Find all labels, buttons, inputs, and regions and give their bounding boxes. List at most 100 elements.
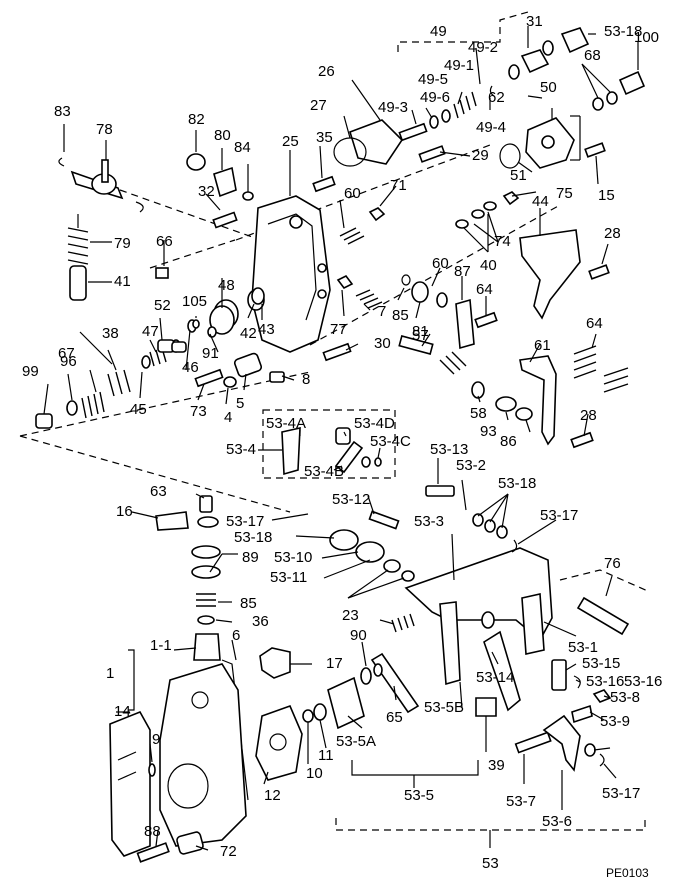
diagram-code: PE0103: [606, 866, 649, 880]
part-label-53-13: 53-13: [430, 441, 468, 458]
part-label-6: 6: [232, 627, 240, 644]
part-label-42: 42: [240, 325, 257, 342]
part-label-53-4a: 53-4A: [266, 415, 306, 432]
part-label-48: 48: [218, 277, 235, 294]
part-label-53-1: 53-1: [568, 639, 598, 656]
part-label-45: 45: [130, 401, 147, 418]
part-label-25: 25: [282, 133, 299, 150]
part-label-64: 64: [476, 281, 493, 298]
part-label-16: 16: [116, 503, 133, 520]
part-label-74: 74: [494, 233, 511, 250]
part-label-88: 88: [144, 823, 161, 840]
part-label-53-17: 53-17: [602, 785, 640, 802]
part-label-66: 66: [156, 233, 173, 250]
group-brackets: [19, 11, 651, 848]
part-label-49-3: 49-3: [378, 99, 408, 116]
part-label-77: 77: [330, 321, 347, 338]
part-label-60: 60: [344, 185, 361, 202]
part-label-53-4c: 53-4C: [370, 433, 411, 450]
part-label-49-5: 49-5: [418, 71, 448, 88]
part-label-53-4b: 53-4B: [304, 463, 344, 480]
part-label-36: 36: [252, 613, 269, 630]
part-label-53-16: 53-16: [586, 673, 624, 690]
part-label-27: 27: [310, 97, 327, 114]
part-label-53-4: 53-4: [226, 441, 256, 458]
part-label-30: 30: [374, 335, 391, 352]
part-label-53-18: 53-18: [604, 23, 642, 40]
part-label-105: 105: [182, 293, 207, 310]
part-label-4: 4: [224, 409, 232, 426]
part-label-81: 81: [412, 323, 429, 340]
part-label-52: 52: [154, 297, 171, 314]
part-label-72: 72: [220, 843, 237, 860]
part-label-31: 31: [526, 13, 543, 30]
part-label-46: 46: [182, 359, 199, 376]
part-label-51: 51: [510, 167, 527, 184]
part-label-49-6: 49-6: [420, 89, 450, 106]
part-label-50: 50: [540, 79, 557, 96]
part-label-53: 53: [482, 855, 499, 872]
part-label-53-5a: 53-5A: [336, 733, 376, 750]
part-label-63: 63: [150, 483, 167, 500]
part-label-7: 7: [378, 303, 386, 320]
part-label-32: 32: [198, 183, 215, 200]
part-label-84: 84: [234, 139, 251, 156]
part-label-9: 9: [152, 731, 160, 748]
part-label-78: 78: [96, 121, 113, 138]
part-label-89: 89: [242, 549, 259, 566]
part-label-93: 93: [480, 423, 497, 440]
part-label-53-16: 53-16: [624, 673, 662, 690]
part-label-75: 75: [556, 185, 573, 202]
part-label-38: 38: [102, 325, 119, 342]
part-label-53-5: 53-5: [404, 787, 434, 804]
part-label-28: 28: [604, 225, 621, 242]
part-label-49-2: 49-2: [468, 39, 498, 56]
part-label-65: 65: [386, 709, 403, 726]
part-label-60: 60: [432, 255, 449, 272]
part-label-44: 44: [532, 193, 549, 210]
part-label-53-5b: 53-5B: [424, 699, 464, 716]
part-label-80: 80: [214, 127, 231, 144]
leader-lines: [43, 26, 639, 851]
part-label-67: 67: [58, 345, 75, 362]
part-label-40: 40: [480, 257, 497, 274]
part-label-79: 79: [114, 235, 131, 252]
part-label-28: 28: [580, 407, 597, 424]
part-label-61: 61: [534, 337, 551, 354]
part-label-53-3: 53-3: [414, 513, 444, 530]
part-label-29: 29: [472, 147, 489, 164]
part-shapes: [35, 27, 646, 863]
part-label-53-15: 53-15: [582, 655, 620, 672]
part-label-53-14: 53-14: [476, 669, 514, 686]
part-label-99: 99: [22, 363, 39, 380]
part-label-41: 41: [114, 273, 131, 290]
part-label-53-6: 53-6: [542, 813, 572, 830]
part-label-53-11: 53-11: [270, 569, 307, 586]
part-label-91: 91: [202, 345, 219, 362]
part-label-83: 83: [54, 103, 71, 120]
part-label-64: 64: [586, 315, 603, 332]
part-label-53-12: 53-12: [332, 491, 370, 508]
part-label-53-10: 53-10: [274, 549, 312, 566]
part-label-39: 39: [488, 757, 505, 774]
part-label-53-2: 53-2: [456, 457, 486, 474]
part-label-53-17: 53-17: [226, 513, 264, 530]
part-label-11: 11: [318, 747, 334, 764]
part-label-73: 73: [190, 403, 207, 420]
part-label-58: 58: [470, 405, 487, 422]
part-label-85: 85: [392, 307, 409, 324]
part-label-71: 71: [390, 177, 407, 194]
part-label-86: 86: [500, 433, 517, 450]
part-label-1: 1: [106, 665, 114, 682]
part-label-85: 85: [240, 595, 257, 612]
part-label-87: 87: [454, 263, 471, 280]
part-label-53-4d: 53-4D: [354, 415, 395, 432]
part-label-82: 82: [188, 111, 205, 128]
part-label-43: 43: [258, 321, 275, 338]
part-label-53-18: 53-18: [234, 529, 272, 546]
part-label-57: 57: [412, 327, 429, 344]
part-label-53-18: 53-18: [498, 475, 536, 492]
part-label-68: 68: [584, 47, 601, 64]
part-label-10: 10: [306, 765, 323, 782]
